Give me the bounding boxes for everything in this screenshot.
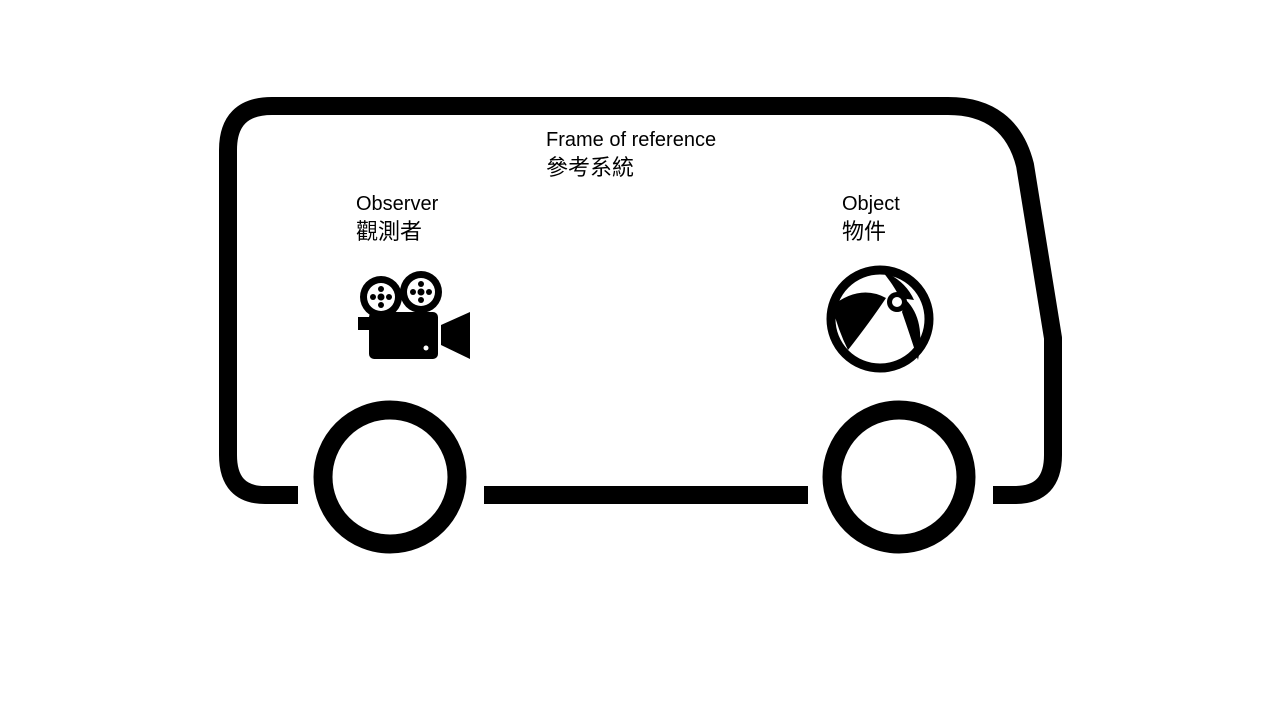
observer-en: Observer [356, 193, 439, 215]
observer-zh: 觀測者 [356, 220, 423, 245]
object-label: Object 物件 [842, 191, 900, 248]
bus-body-outline [219, 97, 1062, 504]
object-en: Object [842, 193, 900, 215]
rear-wheel [822, 400, 976, 554]
frame-of-reference-label: Frame of reference 參考系統 [546, 127, 716, 184]
beach-ball-icon [826, 265, 934, 373]
object-zh: 物件 [842, 220, 887, 245]
movie-camera-icon [358, 271, 470, 359]
observer-label: Observer 觀測者 [356, 191, 438, 248]
frame-of-reference-en: Frame of reference [546, 129, 717, 151]
frame-of-reference-zh: 參考系統 [546, 156, 635, 181]
front-wheel [313, 400, 467, 554]
